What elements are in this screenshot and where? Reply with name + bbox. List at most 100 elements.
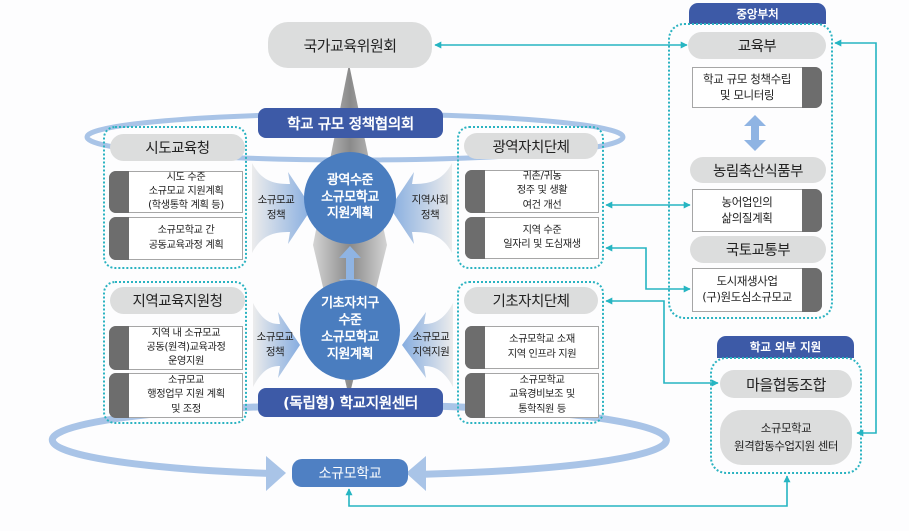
flow-label-line: 정책 bbox=[265, 346, 285, 358]
flow-arrow-left-top bbox=[252, 163, 312, 253]
circle-text-line: 광역수준 bbox=[326, 172, 374, 188]
item-line: 소규모교 bbox=[168, 375, 204, 387]
group-title: 기초자치단체 bbox=[492, 294, 570, 310]
item-tab bbox=[109, 373, 129, 418]
item-tab bbox=[802, 189, 822, 232]
item-tab bbox=[802, 67, 822, 108]
connector-local-coop bbox=[605, 297, 719, 387]
item-tab bbox=[465, 326, 485, 369]
item-line: 공동교육과정 계획 bbox=[148, 239, 224, 251]
circle-text-line: 수준 bbox=[338, 313, 362, 329]
connector-ministry-remote-center bbox=[834, 39, 877, 437]
external-support-label: 마을협동조합 bbox=[746, 375, 826, 394]
flow-label-left-bottom: 소규모교 정책 bbox=[249, 327, 301, 363]
item-line: 행정업무 지원 계획 bbox=[147, 389, 225, 401]
external-support-group bbox=[710, 357, 862, 474]
metropolitan-gov-group bbox=[457, 126, 604, 269]
item-line: 여건 개선 bbox=[522, 199, 562, 211]
ring-arrowhead-right bbox=[406, 456, 426, 491]
section-tab-label: 학교 외부 지원 bbox=[749, 340, 822, 354]
item-line: 소규모학교 간 bbox=[157, 225, 215, 237]
flow-arrow-left-bottom bbox=[253, 303, 300, 387]
circle-text-line: 기초자치구 bbox=[321, 296, 379, 312]
ministry-agriculture-item: 농어업인의 삶의질계획 bbox=[692, 189, 822, 232]
local-gov-header: 기초자치단체 bbox=[464, 287, 598, 314]
item-line: 소규모학교 소재 bbox=[509, 334, 575, 346]
item-tab bbox=[465, 170, 485, 213]
national-committee-label: 국가교육위원회 bbox=[303, 36, 397, 55]
local-gov-item: 소규모학교 교육경비보조 및 통학직원 등 bbox=[465, 373, 599, 418]
national-committee-box: 국가교육위원회 bbox=[268, 22, 432, 68]
flow-label-line: 소규모교 bbox=[257, 194, 295, 207]
flow-label-line: 지역지원 bbox=[412, 346, 450, 358]
metropolitan-gov-item: 지역 수준 일자리 및 도심재생 bbox=[465, 217, 599, 259]
ministry-agriculture-header: 농림축산식품부 bbox=[690, 157, 826, 183]
item-tab bbox=[109, 217, 129, 260]
provincial-office-item: 시도 수준 소규모교 지원계획 (학생통학 계획 등) bbox=[109, 171, 243, 213]
item-line: 및 모니터링 bbox=[719, 87, 775, 102]
item-line: 삶의질계획 bbox=[721, 210, 773, 225]
item-line: 지역 내 소규모교 bbox=[151, 327, 221, 339]
flow-label-left-top: 소규모교 정책 bbox=[250, 190, 302, 226]
district-office-header: 지역교육지원청 bbox=[110, 287, 245, 314]
flow-label-right-bottom: 소규모교 지역지원 bbox=[404, 327, 458, 363]
item-line: 소규모학교 bbox=[519, 375, 565, 387]
central-ministries-group bbox=[668, 23, 833, 319]
group-title: 시도교육청 bbox=[145, 141, 210, 157]
item-line: 시도 수준 bbox=[166, 171, 206, 183]
metropolitan-gov-item: 귀촌/귀농 정주 및 생활 여건 개선 bbox=[465, 170, 599, 213]
item-line: 지역 수준 bbox=[522, 224, 562, 236]
support-center-label: (독립형) 학교지원센터 bbox=[283, 396, 418, 412]
item-line: 농어업인의 bbox=[721, 194, 773, 209]
ring-arrowhead-left bbox=[266, 456, 286, 491]
ministry-link-double-arrow bbox=[744, 115, 766, 151]
connector-school-external bbox=[345, 475, 791, 507]
local-gov-group bbox=[457, 281, 604, 424]
ministry-land-header: 국토교통부 bbox=[690, 236, 826, 263]
provincial-office-header: 시도교육청 bbox=[110, 134, 245, 161]
external-support-line: 소규모학교 bbox=[760, 421, 812, 436]
flow-arrow-right-top bbox=[390, 163, 452, 253]
external-support-line: 원격합동수업지원 센터 bbox=[734, 438, 838, 453]
ministry-land-item: 도시재생사업 (구)원도심소규모교 bbox=[692, 268, 822, 312]
item-line: 통학직원 등 bbox=[518, 403, 566, 415]
support-center-banner: (독립형) 학교지원센터 bbox=[258, 388, 443, 417]
item-line: 정주 및 생활 bbox=[516, 185, 568, 197]
group-title: 광역자치단체 bbox=[492, 139, 570, 156]
village-coop-box: 마을협동조합 bbox=[720, 370, 852, 398]
item-line: 운영지원 bbox=[168, 356, 204, 368]
ministry-name: 국토교통부 bbox=[725, 243, 791, 259]
circle-text-line: 지원계획 bbox=[326, 346, 374, 362]
policy-council-banner: 학교 규모 정책협의회 bbox=[258, 108, 443, 138]
district-office-item: 지역 내 소규모교 공동(원격)교육과정 운영지원 bbox=[109, 326, 243, 370]
item-line: 일자리 및 도심재생 bbox=[503, 239, 581, 250]
remote-class-center-box: 소규모학교 원격합동수업지원 센터 bbox=[720, 410, 852, 465]
external-support-tab: 학교 외부 지원 bbox=[717, 336, 854, 358]
item-line: 귀촌/귀농 bbox=[522, 171, 562, 183]
metropolitan-gov-header: 광역자치단체 bbox=[464, 133, 598, 159]
local-plan-circle: 기초자치구 수준 소규모학교 지원계획 bbox=[300, 280, 400, 380]
item-line: 지역 인프라 지원 bbox=[507, 348, 577, 360]
circle-text-line: 소규모학교 bbox=[321, 330, 379, 345]
item-line: (학생통학 계획 등) bbox=[148, 200, 224, 212]
item-tab bbox=[109, 171, 129, 213]
flow-label-line: 지역사회 bbox=[411, 194, 449, 207]
group-title: 지역교육지원청 bbox=[132, 294, 223, 310]
item-line: 도시재생사업 bbox=[716, 274, 778, 289]
district-office-item: 소규모교 행정업무 지원 계획 및 조정 bbox=[109, 373, 243, 418]
item-tab bbox=[465, 217, 485, 259]
item-line: 공동(원격)교육과정 bbox=[146, 341, 226, 353]
item-tab bbox=[802, 268, 822, 312]
flow-label-line: 정책 bbox=[266, 209, 286, 221]
flow-label-line: 소규모교 bbox=[412, 331, 450, 344]
item-line: 학교 규모 청책수립 bbox=[703, 71, 791, 86]
local-gov-item: 소규모학교 소재 지역 인프라 지원 bbox=[465, 326, 599, 369]
small-school-box: 소규모학교 bbox=[292, 459, 408, 487]
item-line: (구)원도심소규모교 bbox=[702, 290, 792, 304]
plan-link-double-arrow bbox=[339, 246, 361, 291]
ministry-education-item: 학교 규모 청책수립 및 모니터링 bbox=[692, 67, 822, 108]
ministry-name: 교육부 bbox=[737, 39, 777, 55]
provincial-office-item: 소규모학교 간 공동교육과정 계획 bbox=[109, 217, 243, 260]
provincial-office-group bbox=[103, 126, 247, 269]
